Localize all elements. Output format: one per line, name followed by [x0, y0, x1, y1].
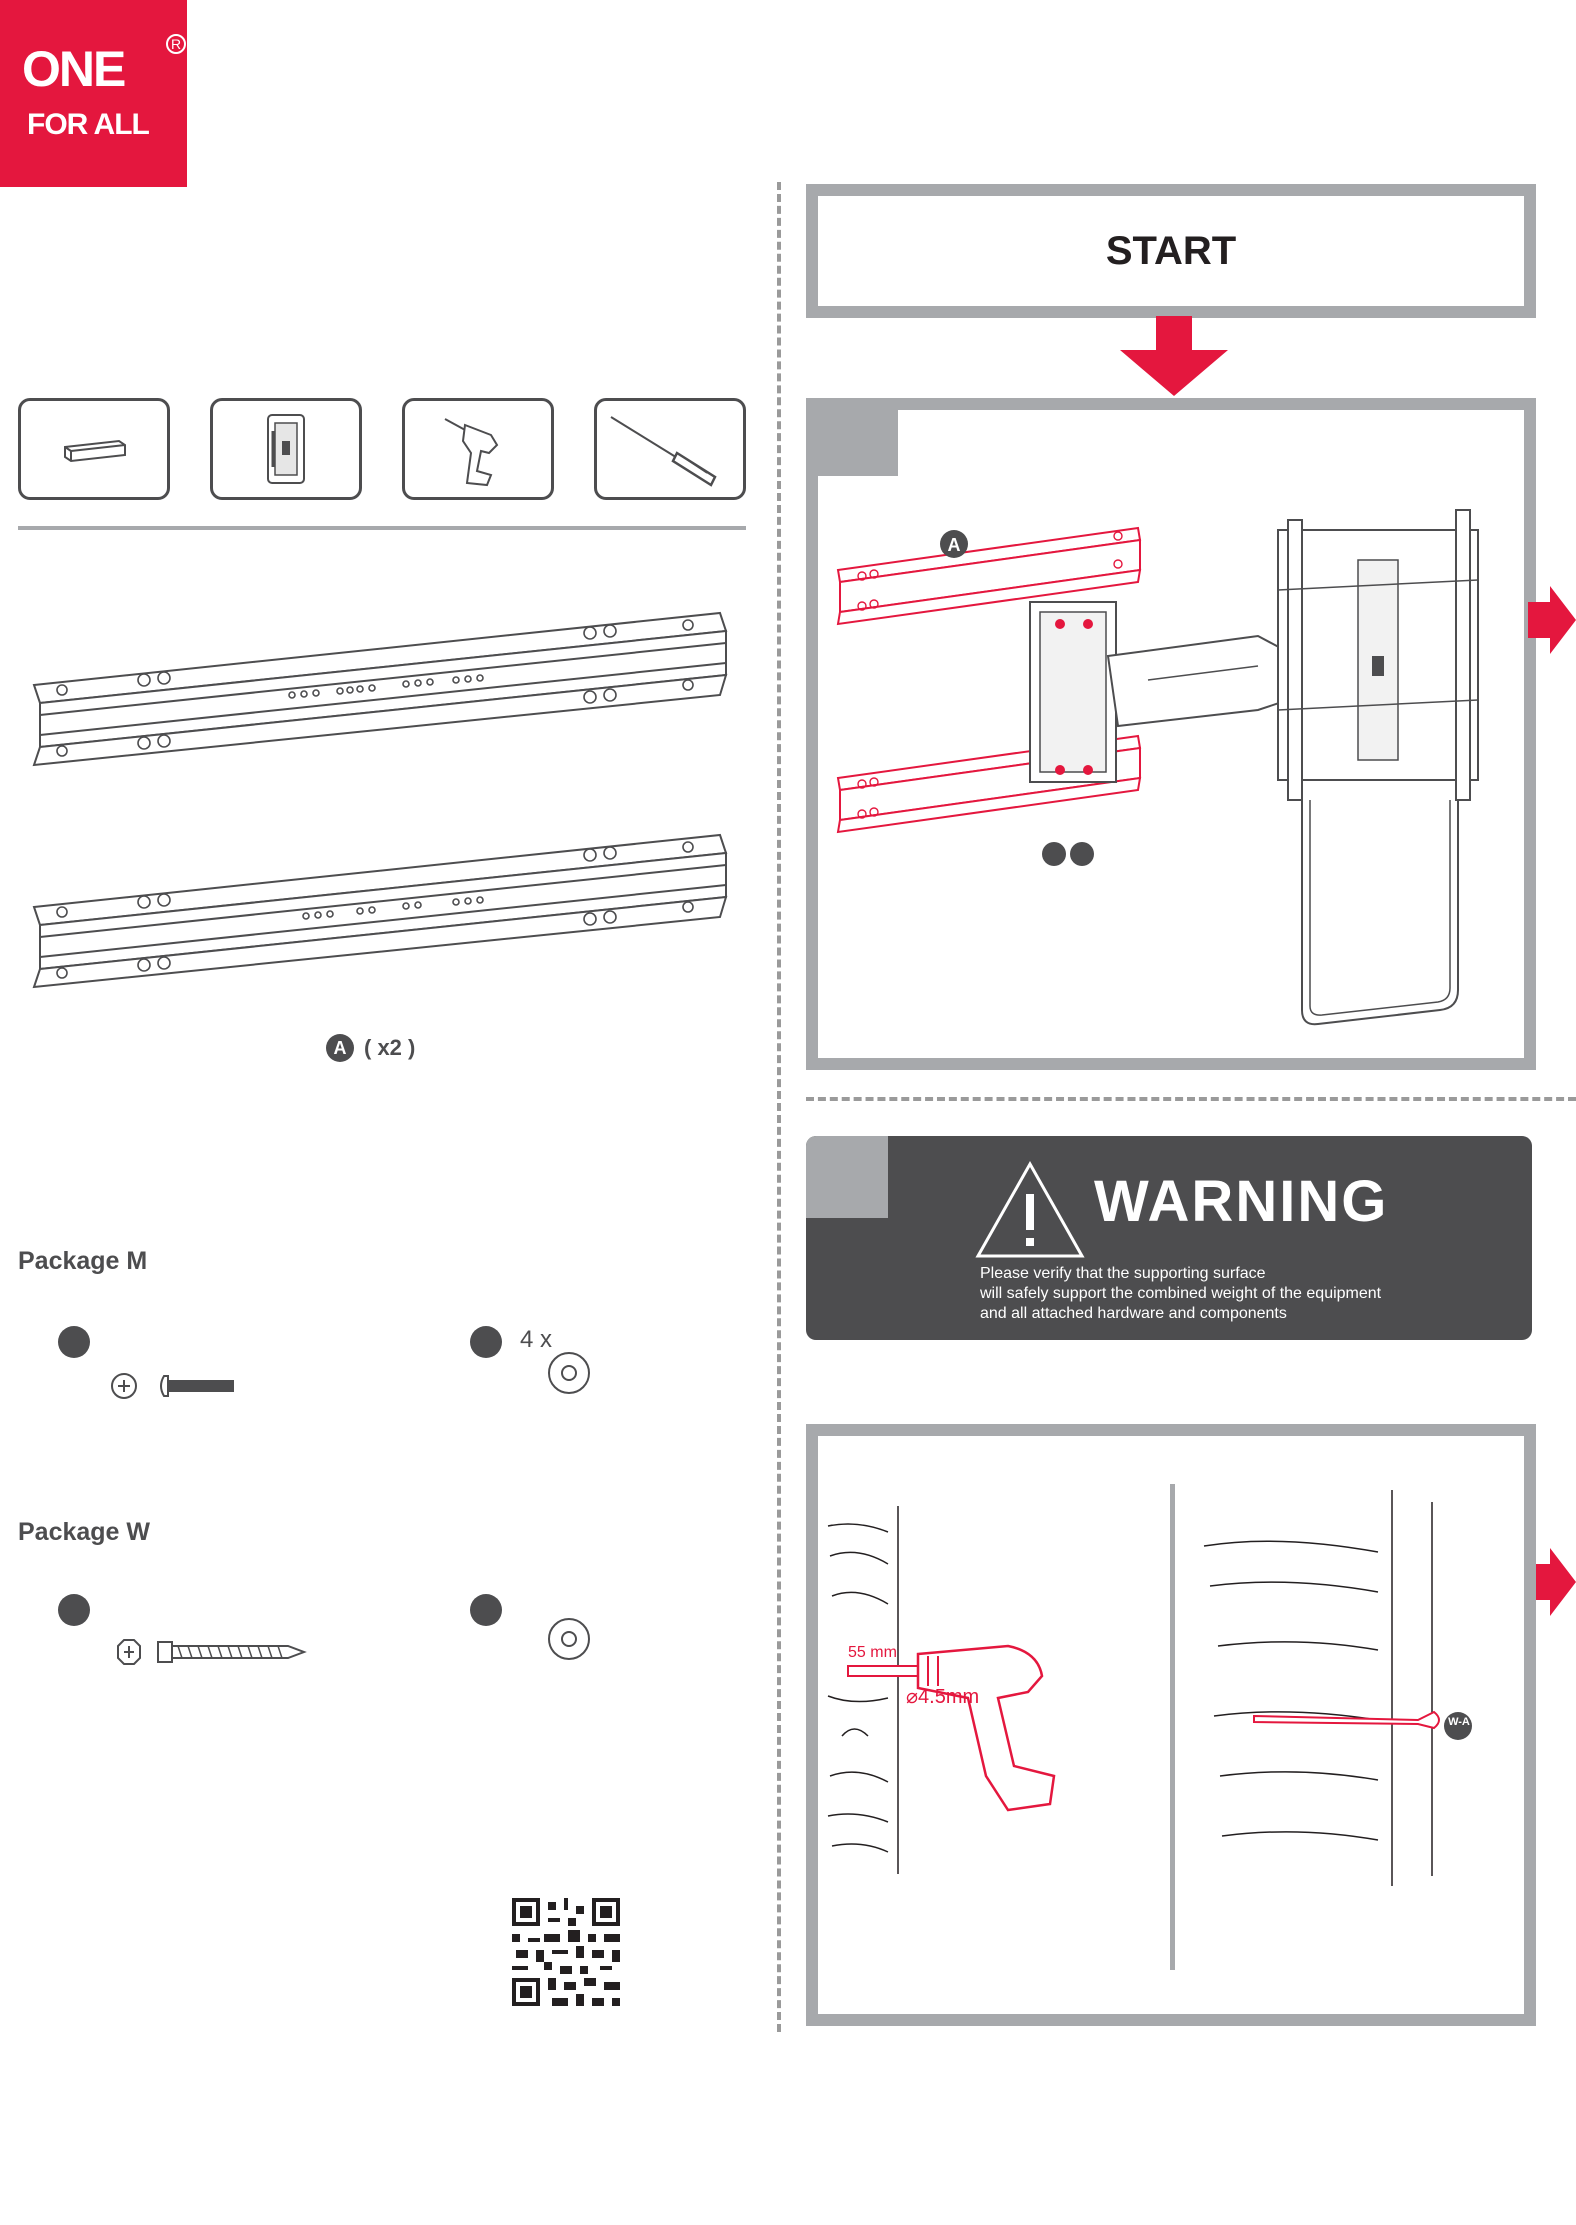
vertical-dashed-divider: [777, 182, 781, 2032]
tool-box-level: [18, 398, 170, 500]
step-drill-panel: 55 mm ⌀4.5mm W-A: [806, 1424, 1536, 2026]
tool-box-screwdriver: [594, 398, 746, 500]
horizontal-dashed-divider: [806, 1097, 1576, 1101]
step-1-illustration: A: [818, 410, 1524, 1058]
step-1-part-badge: A: [948, 535, 961, 555]
screwdriver-icon: [597, 401, 743, 497]
qr-code: [512, 1898, 620, 2006]
warning-line-3: and all attached hardware and components: [980, 1304, 1500, 1324]
package-w-item2-badge: [470, 1594, 502, 1626]
drill-depth-label: 55 mm: [848, 1644, 897, 1662]
registered-mark: R: [166, 34, 186, 54]
drill-step-illustration: [818, 1436, 1524, 2014]
machine-screw-icon: [108, 1370, 238, 1404]
tool-box-wall-plate: [210, 398, 362, 500]
warning-title: WARNING: [1094, 1172, 1388, 1232]
brand-logo: ONE FOR ALL R: [0, 0, 187, 187]
tool-box-drill: [402, 398, 554, 500]
part-a-quantity: ( x2 ): [364, 1034, 415, 1062]
package-m-item2-badge: [470, 1326, 502, 1358]
warning-text: Please verify that the supporting surfac…: [980, 1264, 1500, 1324]
rail-illustration-a: [30, 595, 730, 1005]
washer-icon-w: [546, 1616, 592, 1662]
warning-line-2: will safely support the combined weight …: [980, 1284, 1500, 1304]
warning-panel: WARNING Please verify that the supportin…: [806, 1136, 1532, 1340]
warning-triangle-icon: [974, 1160, 1086, 1260]
washer-icon-m: [546, 1350, 592, 1396]
start-banner: START: [806, 184, 1536, 318]
package-w-title: Package W: [18, 1518, 150, 1547]
drill-diameter-label: ⌀4.5mm: [906, 1684, 979, 1709]
package-m-title: Package M: [18, 1247, 147, 1276]
package-m-item1-badge: [58, 1326, 90, 1358]
down-arrow-icon: [1118, 316, 1230, 398]
start-label: START: [1106, 229, 1236, 274]
wall-plate-icon: [213, 401, 359, 497]
tools-divider: [18, 526, 746, 530]
screw-badge-wa: W-A: [1448, 1716, 1470, 1728]
step-1-panel: A: [806, 398, 1536, 1070]
level-icon: [21, 401, 167, 497]
package-w-item1-badge: [58, 1594, 90, 1626]
logo-text-one: ONE: [22, 44, 124, 94]
warning-number-tab: [806, 1136, 888, 1218]
part-a-badge: A: [326, 1034, 354, 1062]
logo-text-for-all: FOR ALL: [27, 110, 149, 140]
next-arrow-icon-1: [1528, 586, 1576, 654]
lag-bolt-icon: [108, 1636, 308, 1670]
warning-line-1: Please verify that the supporting surfac…: [980, 1264, 1500, 1284]
drill-icon: [405, 401, 551, 497]
